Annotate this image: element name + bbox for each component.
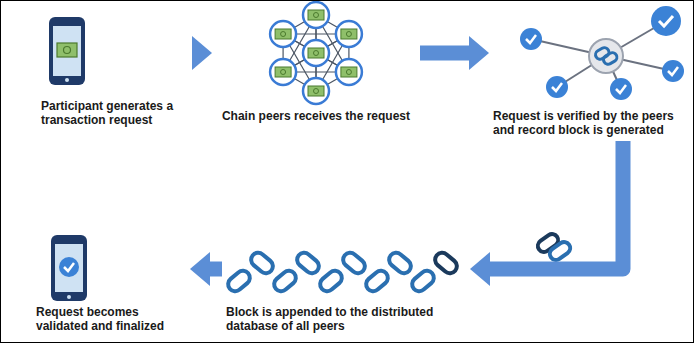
phone-icon: [49, 17, 85, 85]
chain-icon: [225, 250, 459, 294]
flow-arrow: [190, 252, 222, 286]
step-node: Participant generates a transaction requ…: [41, 21, 191, 127]
step-node: Block is appended to the distributed dat…: [226, 231, 466, 333]
chain-link: [225, 268, 252, 294]
chain-link: [248, 250, 275, 276]
step-caption: Chain peers receives the request: [216, 109, 416, 123]
peer-icon: [303, 40, 329, 66]
chain-link: [409, 268, 436, 294]
arrow-head: [190, 252, 210, 286]
arrow-head: [192, 36, 212, 70]
flow-arrow: [192, 36, 212, 70]
arrow-head: [469, 36, 489, 70]
check-icon: [520, 6, 684, 100]
network-icon: [270, 2, 362, 104]
step-node: Request is verified by the peers and rec…: [493, 9, 689, 137]
chain-link: [363, 268, 390, 294]
step-node: Chain peers receives the request: [216, 9, 416, 123]
arrow-shaft: [489, 141, 623, 269]
chain-link: [386, 250, 413, 276]
chain-link: [271, 268, 298, 294]
peer-icon: [270, 21, 296, 47]
arrow-shaft: [193, 46, 195, 61]
peer-icon: [303, 78, 329, 104]
chain-link: [294, 250, 321, 276]
flow-arrow: [470, 141, 623, 286]
flow-arrow: [420, 36, 489, 70]
step-caption: Participant generates a transaction requ…: [41, 99, 191, 127]
block-icon: [536, 232, 573, 262]
step-node: Request becomes validated and finalized: [36, 231, 186, 333]
arrow-shaft: [209, 262, 222, 277]
chain-link: [432, 250, 459, 276]
chain-link: [340, 250, 367, 276]
phone-icon: [51, 235, 87, 301]
peer-icon: [270, 59, 296, 85]
arrow-head: [470, 252, 490, 286]
peer-icon: [336, 21, 362, 47]
peer-icon: [336, 59, 362, 85]
step-caption: Block is appended to the distributed dat…: [226, 305, 466, 333]
chain-link: [317, 268, 344, 294]
arrow-shaft: [420, 46, 470, 61]
peer-icon: [303, 2, 329, 28]
step-caption: Request is verified by the peers and rec…: [493, 109, 689, 137]
step-caption: Request becomes validated and finalized: [36, 305, 186, 333]
